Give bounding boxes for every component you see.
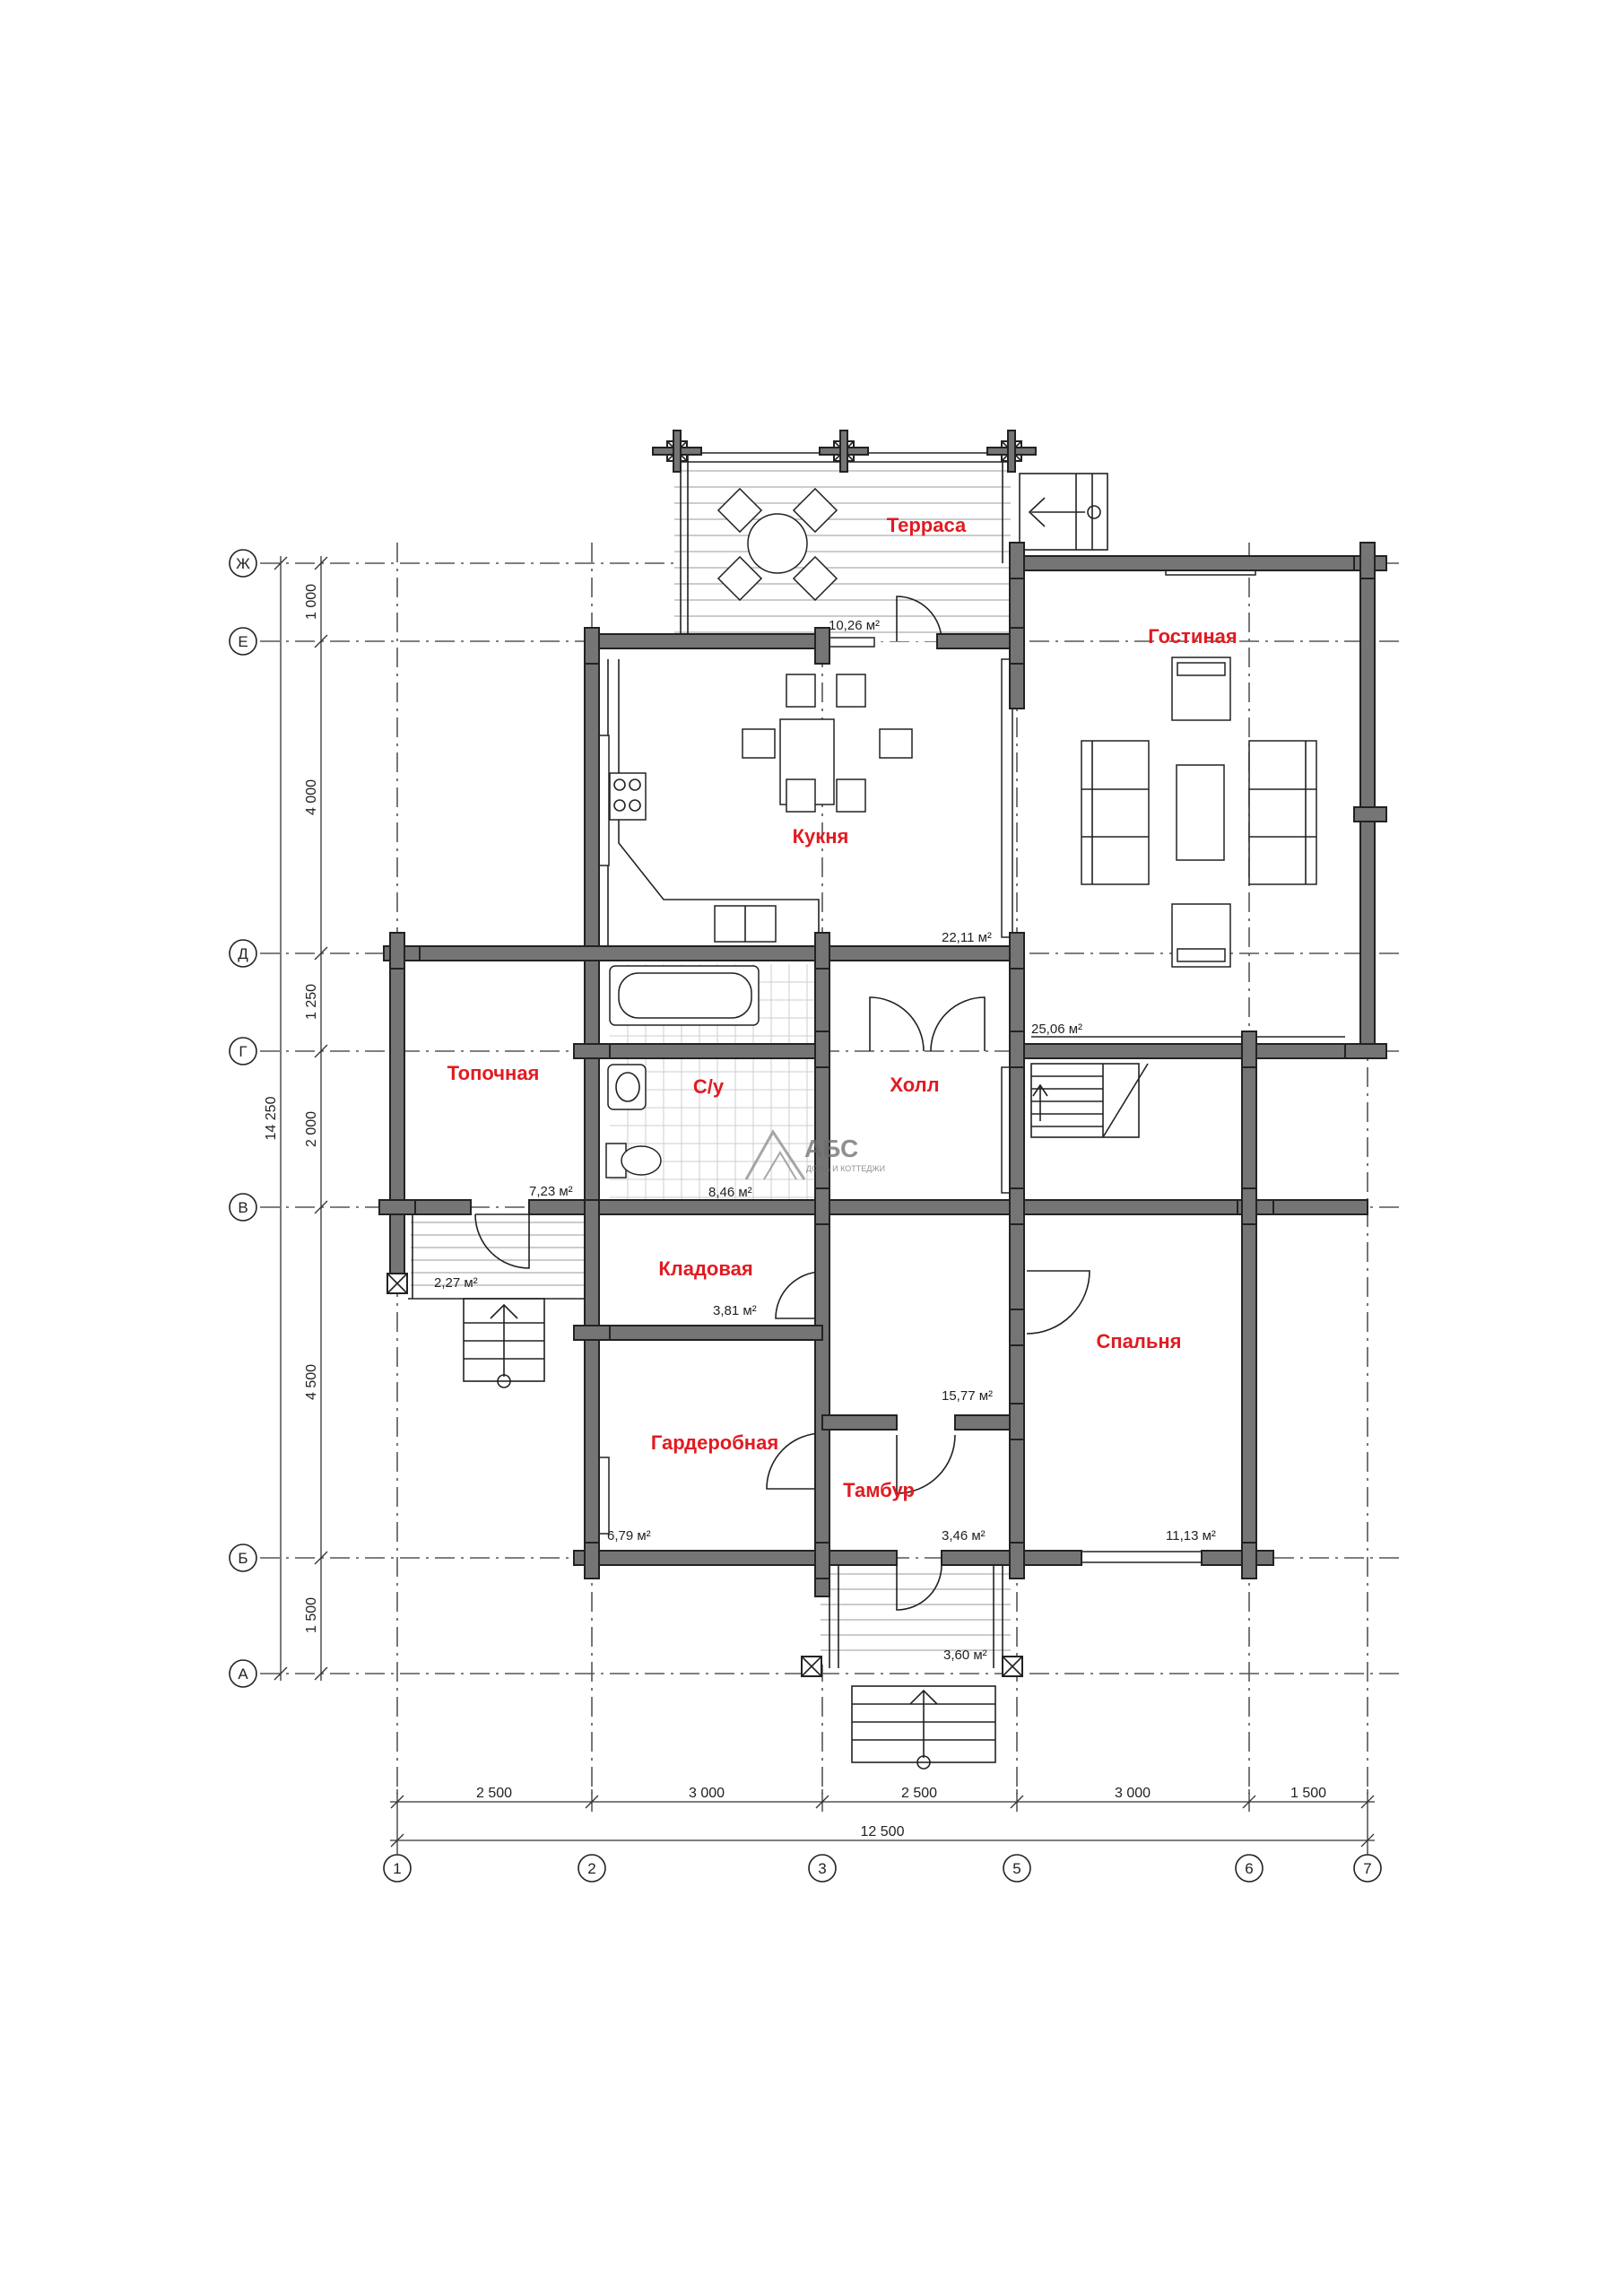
axis-marker-6: 6 xyxy=(1235,1854,1264,1883)
svg-text:Д: Д xyxy=(238,945,248,962)
posts xyxy=(386,430,1037,1677)
dim-v-2: 4 000 xyxy=(304,779,319,815)
svg-text:1: 1 xyxy=(393,1860,401,1877)
bathroom-tiles xyxy=(605,964,821,1206)
room-area-kitchen: 22,11 м² xyxy=(942,930,992,945)
logo-title: АБС xyxy=(804,1135,858,1162)
axis-marker-zh: Ж xyxy=(229,549,257,578)
room-area-terrace: 10,26 м² xyxy=(829,618,880,633)
dim-h-3: 2 500 xyxy=(901,1786,937,1801)
room-labels: Терраса 10,26 м² Гостиная 25,06 м² Кукня… xyxy=(434,514,1238,1663)
kitchen-furniture xyxy=(607,659,913,951)
svg-text:В: В xyxy=(238,1199,248,1216)
axis-marker-d: Д xyxy=(229,939,257,968)
room-area-living: 25,06 м² xyxy=(1031,1022,1082,1037)
axis-marker-1: 1 xyxy=(383,1854,412,1883)
dim-h-2: 3 000 xyxy=(689,1786,725,1801)
dim-h-4: 3 000 xyxy=(1115,1786,1151,1801)
room-area-boiler: 7,23 м² xyxy=(529,1184,573,1199)
svg-text:А: А xyxy=(238,1665,248,1683)
room-area-side-porch: 2,27 м² xyxy=(434,1275,478,1291)
room-name-storage: Кладовая xyxy=(658,1257,752,1280)
axis-marker-5: 5 xyxy=(1003,1854,1031,1883)
doors xyxy=(474,596,1090,1611)
axis-marker-b: Б xyxy=(229,1544,257,1572)
axis-marker-7: 7 xyxy=(1353,1854,1382,1883)
dim-h-5: 1 500 xyxy=(1290,1786,1326,1801)
room-name-living: Гостиная xyxy=(1148,625,1237,648)
room-area-storage: 3,81 м² xyxy=(713,1303,757,1318)
svg-text:7: 7 xyxy=(1363,1860,1371,1877)
dim-v-4: 2 000 xyxy=(304,1111,319,1147)
horizontal-dimensions: 2 500 3 000 2 500 3 000 1 500 12 500 xyxy=(390,1786,1375,1855)
dim-h-total: 12 500 xyxy=(861,1824,905,1839)
room-area-hall: 15,77 м² xyxy=(942,1388,993,1404)
side-porch xyxy=(408,1213,590,1388)
dim-v-total: 14 250 xyxy=(264,1096,279,1140)
svg-text:Ж: Ж xyxy=(236,555,250,572)
axis-marker-a: А xyxy=(229,1659,257,1688)
terrace-steps xyxy=(1019,473,1108,551)
room-area-front-porch: 3,60 м² xyxy=(943,1648,987,1663)
svg-text:Е: Е xyxy=(238,633,248,650)
svg-text:6: 6 xyxy=(1245,1860,1253,1877)
terrace-table-set xyxy=(716,487,838,602)
room-name-terrace: Терраса xyxy=(887,514,967,536)
dim-v-3: 1 250 xyxy=(304,984,319,1020)
room-name-bedroom: Спальня xyxy=(1096,1330,1181,1352)
axis-marker-g: Г xyxy=(229,1037,257,1065)
svg-text:Г: Г xyxy=(239,1043,247,1060)
dim-v-1: 1 000 xyxy=(304,584,319,620)
svg-text:5: 5 xyxy=(1012,1860,1020,1877)
front-porch xyxy=(821,1559,1011,1770)
room-area-bedroom: 11,13 м² xyxy=(1166,1528,1216,1544)
room-name-boiler: Топочная xyxy=(447,1062,540,1084)
room-name-wardrobe: Гардеробная xyxy=(651,1431,778,1454)
room-name-hall: Холл xyxy=(890,1074,939,1096)
svg-text:Б: Б xyxy=(238,1550,248,1567)
logo-subtitle: ДОМА И КОТТЕДЖИ xyxy=(806,1164,885,1173)
room-name-vestibule: Тамбур xyxy=(843,1479,915,1501)
room-name-kitchen: Кукня xyxy=(793,825,849,848)
dim-h-1: 2 500 xyxy=(476,1786,512,1801)
column-axis-markers: 1 2 3 5 6 7 xyxy=(383,1854,1382,1883)
svg-text:2: 2 xyxy=(587,1860,595,1877)
axis-marker-2: 2 xyxy=(578,1854,606,1883)
room-area-wardrobe: 6,79 м² xyxy=(607,1528,651,1544)
dim-v-5: 4 500 xyxy=(304,1364,319,1400)
terrace-deck xyxy=(674,452,1011,641)
row-axis-markers: Ж Е Д Г В Б А xyxy=(229,549,257,1688)
staircase xyxy=(1030,1063,1149,1138)
dim-v-6: 1 500 xyxy=(304,1597,319,1633)
vertical-dimensions: 1 000 4 000 1 250 2 000 4 500 1 500 14 2… xyxy=(264,556,328,1681)
room-name-bathroom: С/у xyxy=(693,1075,725,1098)
axis-marker-3: 3 xyxy=(808,1854,837,1883)
svg-text:3: 3 xyxy=(818,1860,826,1877)
room-area-vestibule: 3,46 м² xyxy=(942,1528,986,1544)
axis-marker-v: В xyxy=(229,1193,257,1222)
company-logo: АБС ДОМА И КОТТЕДЖИ xyxy=(744,1129,885,1180)
walls xyxy=(378,542,1387,1597)
living-furniture xyxy=(1031,657,1345,1038)
axis-marker-e: Е xyxy=(229,627,257,656)
room-area-bathroom: 8,46 м² xyxy=(708,1185,752,1200)
